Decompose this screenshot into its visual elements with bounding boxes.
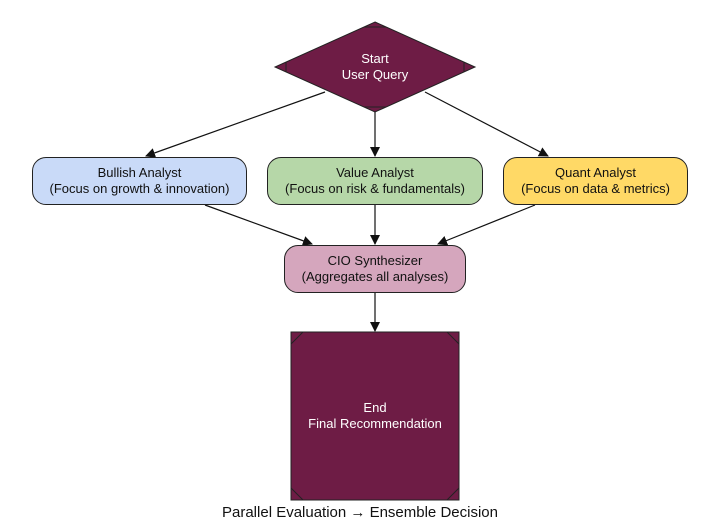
value-title: Value Analyst [336, 165, 414, 180]
edge-start-bullish [145, 91, 326, 158]
quant-subtitle: (Focus on data & metrics) [521, 181, 670, 196]
end-title: End [363, 400, 387, 415]
bullish-title: Bullish Analyst [97, 165, 182, 180]
quant-analyst-node [503, 157, 688, 205]
bullish-analyst-label: Bullish Analyst (Focus on growth & innov… [32, 157, 247, 205]
edges [145, 91, 549, 332]
end-node: End Final Recommendation [291, 394, 459, 438]
quant-title: Quant Analyst [555, 165, 636, 180]
edge-bullish-cio [204, 204, 313, 246]
start-diamond-corners [285, 26, 465, 108]
value-subtitle: (Focus on risk & fundamentals) [285, 181, 465, 196]
edge-start-quant [424, 91, 549, 157]
value-analyst-label: Value Analyst (Focus on risk & fundament… [267, 157, 483, 205]
start-node: Start User Query [295, 45, 455, 89]
quant-analyst-label: Quant Analyst (Focus on data & metrics) [503, 157, 688, 205]
edge-quant-cio [437, 204, 536, 246]
cio-subtitle: (Aggregates all analyses) [301, 269, 449, 284]
value-analyst-node [267, 157, 483, 205]
bullish-subtitle: (Focus on growth & innovation) [49, 181, 230, 196]
start-subtitle: User Query [341, 67, 409, 82]
diagram-caption: Parallel Evaluation → Ensemble Decision [222, 504, 498, 521]
cio-title: CIO Synthesizer [327, 253, 423, 268]
cio-synthesizer-node [284, 245, 466, 293]
bullish-analyst-node [32, 157, 247, 205]
end-box [290, 331, 460, 501]
end-subtitle: Final Recommendation [308, 416, 442, 431]
cio-synthesizer-label: CIO Synthesizer (Aggregates all analyses… [284, 245, 466, 293]
end-box-corners [290, 331, 460, 501]
start-title: Start [361, 51, 389, 66]
